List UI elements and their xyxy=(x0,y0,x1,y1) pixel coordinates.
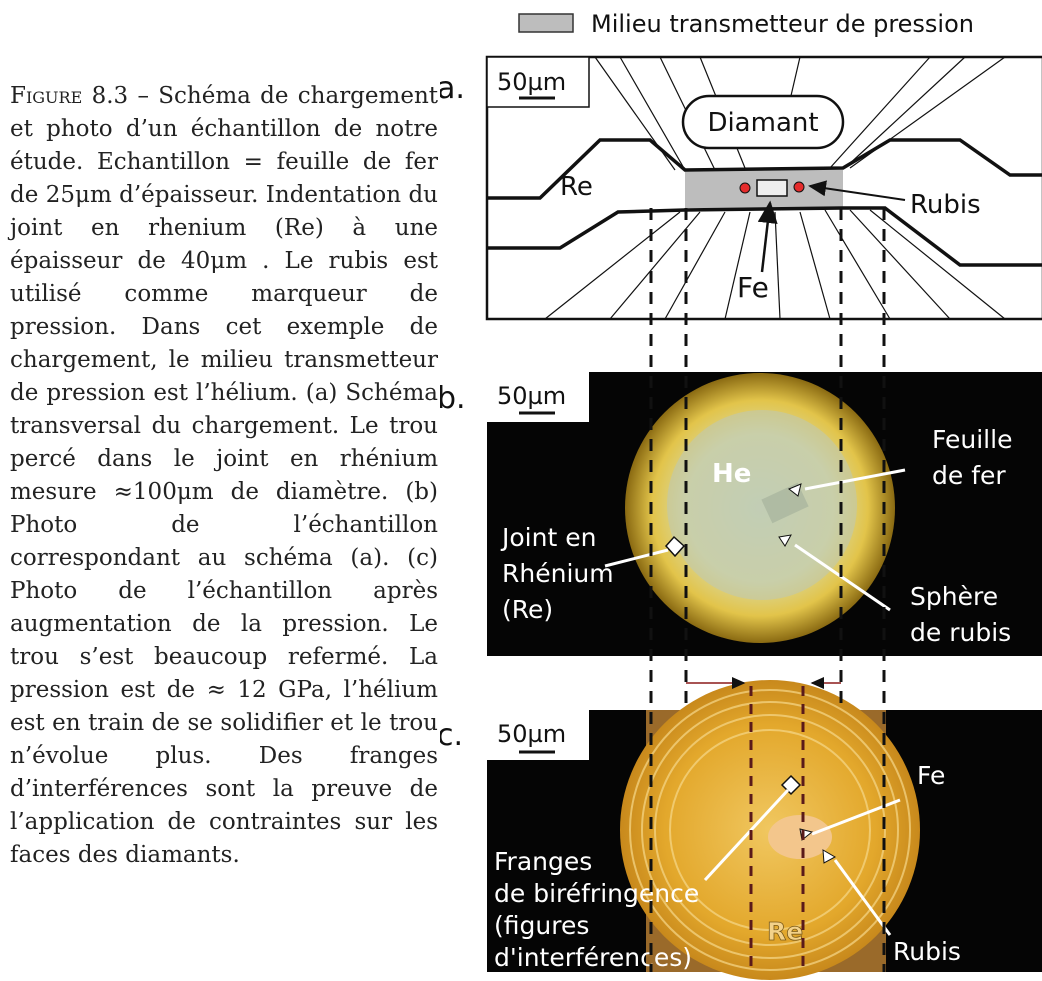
guide-lines xyxy=(649,208,886,972)
franges-label-4: d'interférences) xyxy=(494,943,692,972)
fe-sample xyxy=(756,179,788,197)
joint-label-1: Joint en xyxy=(500,523,596,552)
caption-label: Figure 8.3 xyxy=(10,83,129,109)
franges-label-2: de biréfringence xyxy=(494,879,699,908)
re-label-c: Re xyxy=(767,917,803,946)
franges-label-3: (figures xyxy=(494,911,589,940)
joint-label-3: (Re) xyxy=(502,595,553,624)
feuille-label-1: Feuille xyxy=(932,425,1012,454)
closing-arrows xyxy=(686,677,841,972)
sphere-label-2: de rubis xyxy=(910,618,1011,647)
rubis-label-a: Rubis xyxy=(910,190,981,220)
panel-a-tag: a. xyxy=(440,71,465,106)
legend-label: Milieu transmetteur de pression xyxy=(591,10,974,38)
panel-c-tag: c. xyxy=(440,718,463,753)
re-label-a: Re xyxy=(560,172,593,202)
diamond-label: Diamant xyxy=(707,108,818,138)
joint-label-2: Rhénium xyxy=(502,559,614,588)
panel-b-photo xyxy=(487,372,1042,656)
rubis-label-c: Rubis xyxy=(893,937,961,966)
feuille-label-2: de fer xyxy=(932,461,1006,490)
figure-diagram: Milieu transmetteur de pression a. xyxy=(440,10,1042,980)
panel-a-schematic xyxy=(485,55,1042,321)
fe-label-a: Fe xyxy=(737,271,769,304)
fe-label-c: Fe xyxy=(917,761,945,790)
legend-swatch xyxy=(518,13,574,33)
panel-c-photo xyxy=(487,680,1042,980)
ruby-left xyxy=(739,182,751,194)
ruby-right xyxy=(793,181,805,193)
panel-b-scale: 50µm xyxy=(497,382,566,410)
panel-b-tag: b. xyxy=(440,381,466,416)
figure-caption: Figure 8.3 – Schéma de chargement et pho… xyxy=(10,80,438,872)
he-label: He xyxy=(712,459,751,489)
panel-a-scale: 50µm xyxy=(497,68,566,96)
caption-text: – Schéma de chargement et photo d’un éch… xyxy=(10,83,438,868)
panel-c-scale: 50µm xyxy=(497,720,566,748)
franges-label-1: Franges xyxy=(494,847,592,876)
sphere-label-1: Sphère xyxy=(910,582,998,611)
